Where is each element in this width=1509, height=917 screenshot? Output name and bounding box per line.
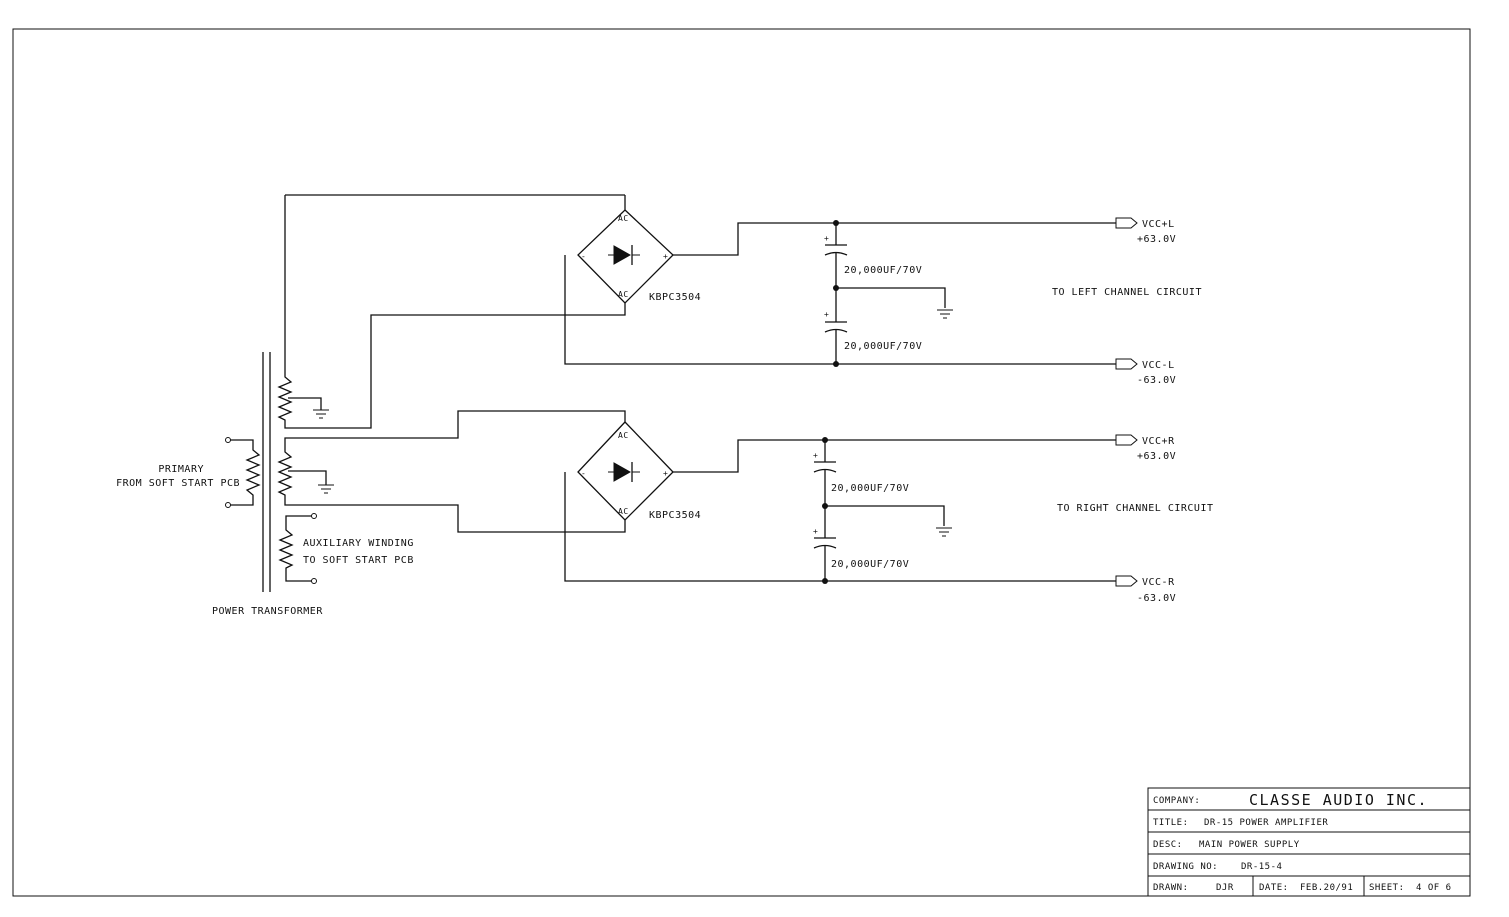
rail-vcc-pos-r (673, 439, 1116, 473)
cap-left-1-polarity: + (824, 234, 829, 243)
bridge-upper-ac-bottom: AC (618, 290, 629, 299)
cap-right-1-polarity: + (813, 451, 818, 460)
ground-symbol (936, 527, 952, 537)
power-transformer (225, 195, 626, 592)
rail-vcc-pos-l (673, 222, 1116, 256)
bridge-upper-plus: + (663, 252, 668, 261)
secondary-winding-left (277, 195, 626, 429)
bridge-upper-ac-top: AC (618, 214, 629, 223)
label-vcc-pos-r-volts: +63.0V (1137, 451, 1176, 462)
tb-drawn: DJR (1216, 883, 1234, 893)
rail-vcc-neg-l (564, 255, 1116, 365)
drawing-border (12, 28, 1471, 897)
label-vcc-pos-l: VCC+L (1142, 219, 1175, 230)
bridge-upper-part-label: KBPC3504 (649, 292, 701, 303)
label-vcc-neg-r-volts: -63.0V (1137, 593, 1176, 604)
label-primary-source: FROM SOFT START PCB (116, 478, 240, 489)
bridge-upper-minus: - (581, 252, 586, 261)
cap-right-1-value: 20,000UF/70V (831, 483, 909, 494)
cap-right-2-value: 20,000UF/70V (831, 559, 909, 570)
auxiliary-winding (278, 513, 317, 584)
tb-date-label: DATE: (1259, 883, 1289, 893)
primary-winding (225, 437, 261, 508)
bridge-lower-part-label: KBPC3504 (649, 510, 701, 521)
tb-sheet: 4 OF 6 (1416, 883, 1452, 893)
bridge-rectifier-lower (577, 421, 674, 521)
label-vcc-pos-l-volts: +63.0V (1137, 234, 1176, 245)
rail-vcc-neg-r (564, 472, 1116, 582)
tb-drawing-no: DR-15-4 (1241, 862, 1282, 872)
tb-desc-label: DESC: (1153, 840, 1183, 850)
connector-vcc-pos-r (1115, 434, 1138, 446)
ground-symbol (937, 309, 953, 319)
secondary-winding-right (277, 410, 626, 533)
tb-title: DR-15 POWER AMPLIFIER (1204, 818, 1328, 828)
connector-vcc-neg-l (1115, 358, 1138, 370)
bridge-lower-plus: + (663, 469, 668, 478)
capacitor-bank-right (813, 437, 945, 584)
tb-sheet-label: SHEET: (1369, 883, 1405, 893)
tb-company-label: COMPANY: (1153, 796, 1200, 806)
capacitor-bank-left (824, 220, 946, 367)
label-aux-winding: AUXILIARY WINDING (303, 538, 414, 549)
cap-left-2-polarity: + (824, 310, 829, 319)
ground-symbol (313, 409, 329, 419)
label-vcc-neg-l-volts: -63.0V (1137, 375, 1176, 386)
cap-left-2-value: 20,000UF/70V (844, 341, 922, 352)
bridge-lower-ac-bottom: AC (618, 507, 629, 516)
tb-company: CLASSE AUDIO INC. (1249, 791, 1428, 809)
bridge-lower-minus: - (581, 469, 586, 478)
tb-desc: MAIN POWER SUPPLY (1199, 840, 1300, 850)
label-aux-dest: TO SOFT START PCB (303, 555, 414, 566)
tb-title-label: TITLE: (1153, 818, 1189, 828)
label-vcc-pos-r: VCC+R (1142, 436, 1175, 447)
connector-vcc-neg-r (1115, 575, 1138, 587)
cap-right-2-polarity: + (813, 527, 818, 536)
label-primary: PRIMARY (158, 464, 204, 475)
label-vcc-neg-l: VCC-L (1142, 360, 1175, 371)
bridge-rectifier-upper (285, 194, 674, 304)
label-vcc-neg-r: VCC-R (1142, 577, 1175, 588)
cap-left-1-value: 20,000UF/70V (844, 265, 922, 276)
ground-symbol (318, 484, 334, 494)
label-power-transformer: POWER TRANSFORMER (212, 606, 323, 617)
tb-date: FEB.20/91 (1300, 883, 1353, 893)
tb-drawn-label: DRAWN: (1153, 883, 1189, 893)
title-block (1147, 787, 1471, 897)
label-right-channel: TO RIGHT CHANNEL CIRCUIT (1057, 503, 1214, 514)
label-left-channel: TO LEFT CHANNEL CIRCUIT (1052, 287, 1202, 298)
connector-vcc-pos-l (1115, 217, 1138, 229)
tb-drawing-no-label: DRAWING NO: (1153, 862, 1218, 872)
bridge-lower-ac-top: AC (618, 431, 629, 440)
